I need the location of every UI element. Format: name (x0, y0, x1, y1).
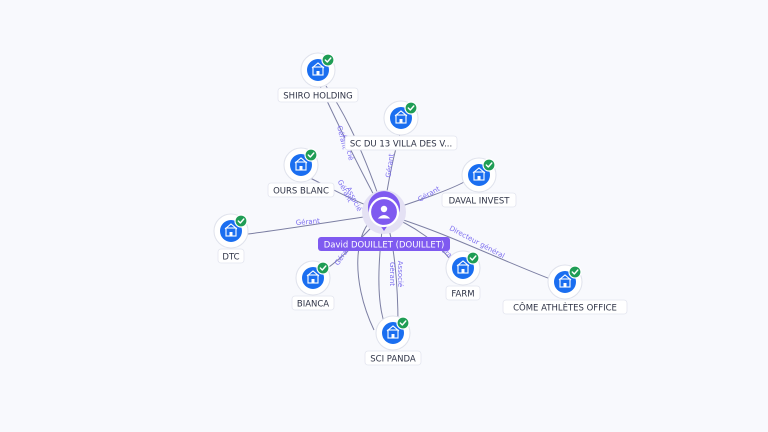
node-label[interactable]: CÔME ATHLÈTES OFFICE (513, 301, 617, 313)
node-shiro[interactable]: SHIRO HOLDING (277, 52, 359, 103)
node-label[interactable]: SCI PANDA (370, 354, 416, 364)
building-icon (472, 167, 486, 181)
center-label[interactable]: David DOUILLET (DOUILLET) (324, 240, 445, 250)
node-label-bg (217, 248, 245, 264)
person-icon (377, 205, 391, 219)
node-label-bg (364, 350, 422, 366)
edge-label: Gérant (417, 185, 442, 204)
node-daval[interactable]: DAVAL INVEST (441, 157, 517, 208)
node-label-bg (291, 295, 335, 311)
node-bianca[interactable]: BIANCA (291, 260, 335, 311)
edge-label: Gérant (384, 153, 395, 178)
node-label[interactable]: FARM (451, 289, 474, 299)
building-icon (294, 157, 308, 171)
verified-check-icon (466, 251, 480, 265)
verified-check-icon (316, 261, 330, 275)
node-come[interactable]: CÔME ATHLÈTES OFFICE (502, 264, 628, 315)
verified-check-icon (304, 148, 318, 162)
building-icon (456, 260, 470, 274)
node-label[interactable]: OURS BLANC (273, 186, 329, 196)
building-icon (224, 223, 238, 237)
node-label[interactable]: SHIRO HOLDING (283, 91, 352, 101)
verified-check-icon (396, 316, 410, 330)
verified-check-icon (404, 101, 418, 115)
verified-check-icon (321, 53, 335, 67)
center-node[interactable]: David DOUILLET (DOUILLET) (318, 190, 450, 251)
verified-check-icon (482, 158, 496, 172)
node-panda[interactable]: SCI PANDA (364, 315, 422, 366)
node-ours[interactable]: OURS BLANC (267, 147, 335, 198)
center-label-bg (318, 237, 450, 251)
verified-check-icon (568, 265, 582, 279)
node-sc13[interactable]: SC DU 13 VILLA DES V... (344, 100, 458, 151)
building-icon (394, 110, 408, 124)
node-label[interactable]: SC DU 13 VILLA DES V... (350, 139, 452, 149)
building-icon (311, 62, 325, 76)
node-label[interactable]: DTC (222, 252, 239, 262)
building-icon (558, 274, 572, 288)
node-label-bg (277, 87, 359, 103)
node-label-bg (445, 285, 481, 301)
node-label[interactable]: DAVAL INVEST (449, 196, 511, 206)
node-label-bg (441, 192, 517, 208)
node-dtc[interactable]: DTC (213, 213, 249, 264)
node-label-bg (344, 135, 458, 151)
node-label-bg (267, 182, 335, 198)
node-label[interactable]: BIANCA (297, 299, 329, 309)
node-farm[interactable]: FARM (445, 250, 481, 301)
edge-label: Associé (396, 261, 404, 287)
node-label-bg (502, 299, 628, 315)
nodes-layer: SHIRO HOLDING SC DU 13 VILLA DES V... OURS… (213, 52, 628, 366)
verified-check-icon (234, 214, 248, 228)
edge-label: Gérant (295, 217, 320, 227)
building-icon (386, 325, 400, 339)
edge-label: Gérant (388, 262, 396, 286)
building-icon (306, 270, 320, 284)
